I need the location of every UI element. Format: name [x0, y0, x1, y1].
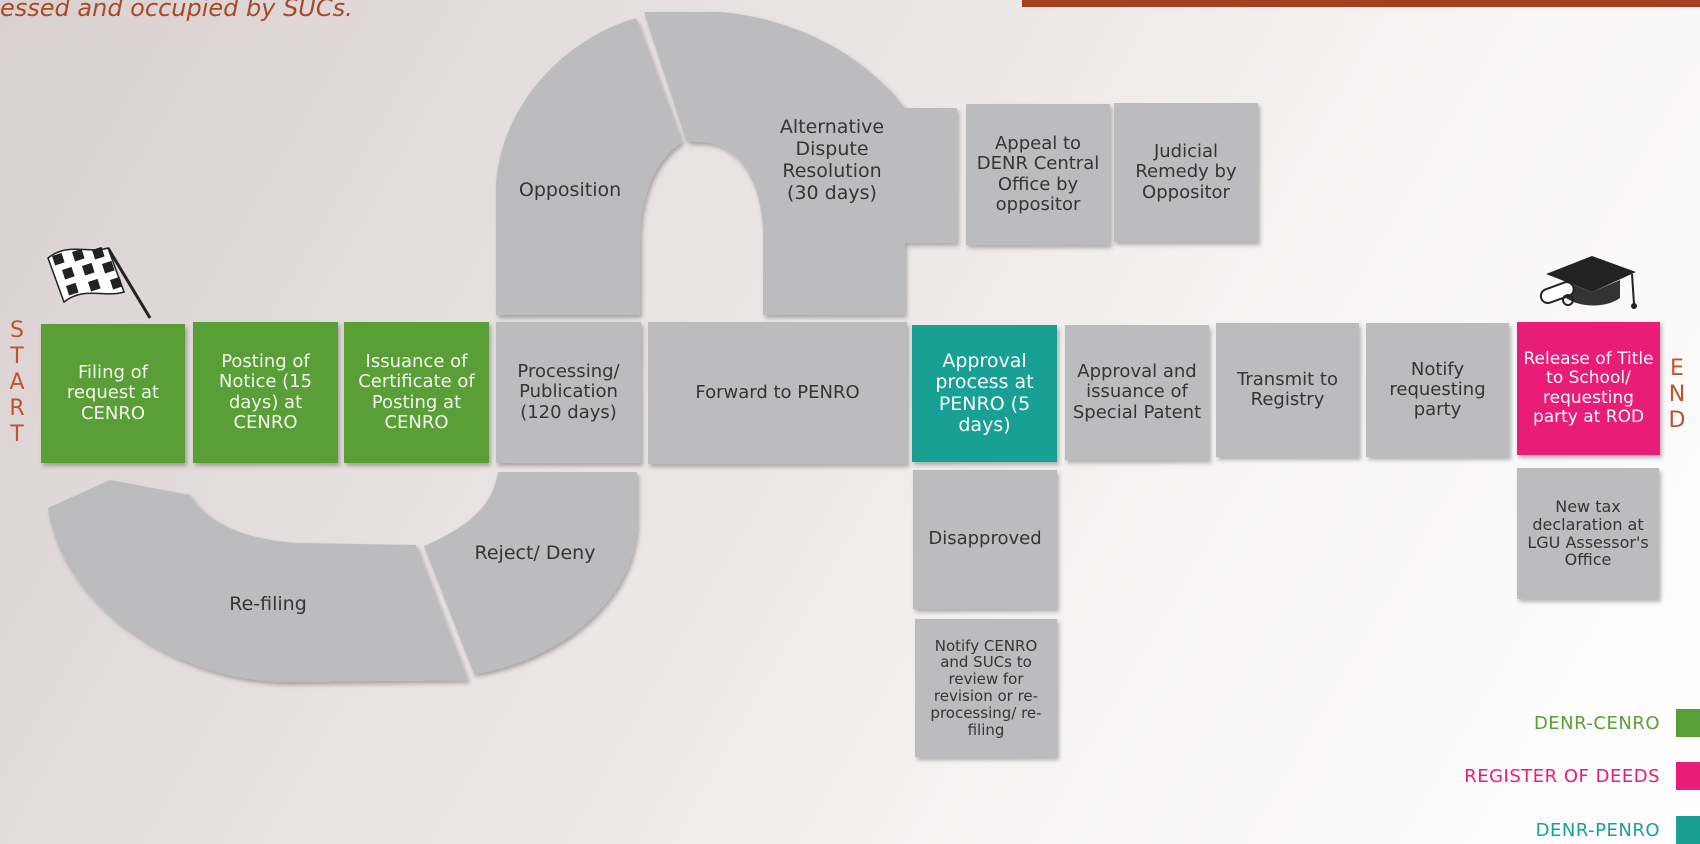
top-accent-bar [1022, 0, 1700, 7]
step-posting: Posting of Notice (15 days) at CENRO [193, 322, 338, 463]
step-processing: Processing/ Publication (120 days) [496, 322, 641, 463]
legend-item-penro: DENR-PENRO [1536, 816, 1700, 844]
legend-item-rod: REGISTER OF DEEDS [1464, 762, 1700, 790]
opposition-label: Opposition [518, 179, 622, 201]
legend-swatch-green [1676, 709, 1700, 737]
legend-item-cenro: DENR-CENRO [1534, 709, 1700, 737]
judicial-remedy-box: Judicial Remedy by Oppositor [1114, 103, 1258, 242]
step-transmit: Transmit to Registry [1216, 323, 1359, 457]
step-approval-penro: Approval process at PENRO (5 days) [912, 325, 1057, 462]
tax-declaration-box: New tax declaration at LGU Assessor's Of… [1517, 468, 1659, 599]
legend-label: REGISTER OF DEEDS [1464, 765, 1660, 787]
end-letter: D [1668, 407, 1686, 433]
page-heading: essed and occupied by SUCs. [0, 0, 353, 22]
disapproved-box: Disapproved [913, 470, 1057, 609]
step-notify: Notify requesting party [1366, 323, 1509, 457]
refiling-label: Re-filing [229, 593, 307, 615]
notify-cenro-box: Notify CENRO and SUCs to review for revi… [915, 619, 1057, 757]
end-letter: E [1670, 356, 1684, 381]
step-release-title: Release of Title to School/ requesting p… [1517, 322, 1660, 455]
reject-label: Reject/ Deny [474, 542, 596, 564]
graduation-cap-diploma-icon [1539, 256, 1637, 309]
step-filing: Filing of request at CENRO [41, 324, 185, 463]
step-issuance: Issuance of Certificate of Posting at CE… [344, 322, 489, 463]
start-letter: S [10, 318, 24, 343]
start-letter: T [10, 421, 24, 447]
start-letter: A [9, 369, 25, 395]
legend-label: DENR-CENRO [1533, 712, 1660, 734]
end-label: E N D [1666, 356, 1688, 434]
start-letter: T [10, 343, 24, 369]
end-letter: N [1668, 381, 1686, 407]
legend-label: DENR-PENRO [1535, 819, 1660, 841]
adr-track [644, 12, 957, 315]
step-approval-issuance: Approval and issuance of Special Patent [1065, 325, 1209, 460]
legend-swatch-teal [1676, 816, 1700, 844]
start-letter: R [9, 395, 25, 421]
refiling-track [48, 480, 468, 682]
opposition-track [496, 18, 682, 315]
checkered-flag-icon [47, 246, 152, 319]
appeal-box: Appeal to DENR Central Office by opposit… [966, 104, 1110, 245]
legend-swatch-pink [1676, 762, 1700, 790]
reject-track [424, 472, 637, 674]
step-forward: Forward to PENRO [648, 322, 907, 464]
adr-label: Alternative Dispute Resolution (30 days) [779, 116, 885, 204]
start-label: S T A R T [6, 318, 28, 448]
